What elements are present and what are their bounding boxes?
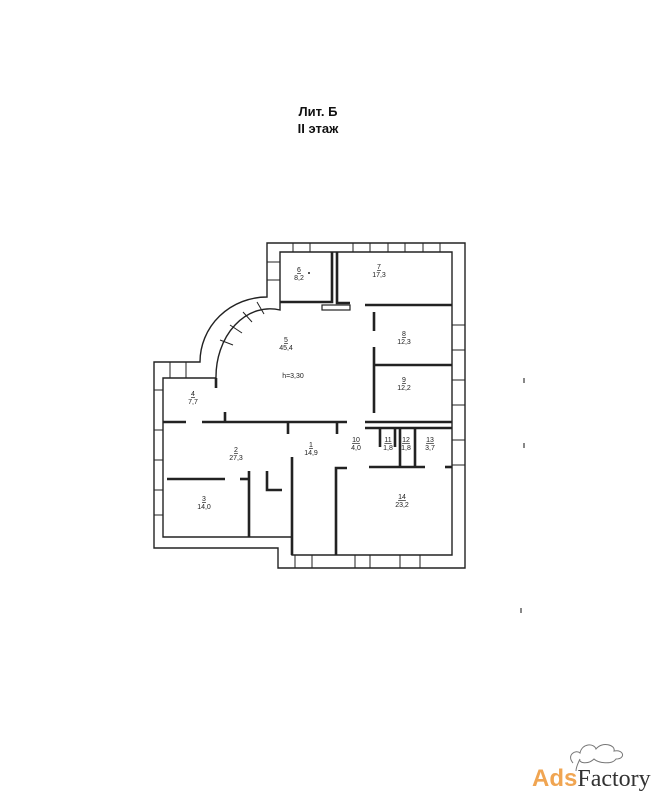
floor-label: II этаж <box>297 121 339 136</box>
ceiling-height: h=3,30 <box>282 373 304 380</box>
room-label-6: 68,2 <box>294 267 304 282</box>
room-area: 4,0 <box>351 445 361 452</box>
room-label-11: 111,8 <box>383 437 393 452</box>
room-area: 45,4 <box>279 345 293 352</box>
room-label-3: 314,0 <box>197 496 211 511</box>
room-area: 7,7 <box>188 399 198 406</box>
room-number: 4 <box>191 391 195 398</box>
room-area: 12,2 <box>397 385 411 392</box>
room-area: 3,7 <box>425 445 435 452</box>
room-number: 7 <box>377 264 381 271</box>
room-labels: 114,9227,3314,047,7545,468,2717,3812,391… <box>188 264 435 511</box>
room-area: 23,2 <box>395 502 409 509</box>
room-label-4: 47,7 <box>188 391 198 406</box>
room-number: 9 <box>402 377 406 384</box>
room-number: 13 <box>426 437 434 444</box>
room-number: 3 <box>202 496 206 503</box>
room-number: 1 <box>309 442 313 449</box>
room-area: 1,8 <box>383 445 393 452</box>
room-number: 14 <box>398 494 406 501</box>
room-number: 8 <box>402 331 406 338</box>
room-label-8: 812,3 <box>397 331 411 346</box>
room-area: 14,9 <box>304 450 318 457</box>
room-number: 11 <box>384 437 391 444</box>
logo-ads: Ads <box>532 765 578 792</box>
room-label-7: 717,3 <box>372 264 386 279</box>
room-area: 12,3 <box>397 339 411 346</box>
dot-mark <box>308 272 310 274</box>
room-area: 27,3 <box>229 455 243 462</box>
scan-mark <box>523 443 525 448</box>
room-label-10: 104,0 <box>351 437 361 452</box>
room-area: 8,2 <box>294 275 304 282</box>
room-label-9: 912,2 <box>397 377 411 392</box>
room-number: 5 <box>284 337 288 344</box>
wall-bricks <box>154 243 465 568</box>
room-number: 2 <box>234 447 238 454</box>
room-label-5: 545,4 <box>279 337 293 352</box>
room-number: 10 <box>352 437 360 444</box>
room-label-12: 121,8 <box>401 437 411 452</box>
plan-title: Лит. Б <box>298 104 338 119</box>
room-label-2: 227,3 <box>229 447 243 462</box>
scan-mark <box>520 608 522 613</box>
room-number: 12 <box>402 437 410 444</box>
room-area: 1,8 <box>401 445 411 452</box>
logo-factory: Factory <box>577 766 651 792</box>
smoke-cloud-icon <box>570 744 623 772</box>
interior-walls <box>163 252 452 555</box>
room-number: 6 <box>297 267 301 274</box>
outer-walls <box>153 242 466 569</box>
watermark-logo: AdsFactory <box>532 765 651 793</box>
room-area: 17,3 <box>372 272 386 279</box>
room-area: 14,0 <box>197 504 211 511</box>
scan-mark <box>523 378 525 383</box>
room-label-13: 133,7 <box>425 437 435 452</box>
room-label-1: 114,9 <box>304 442 318 457</box>
